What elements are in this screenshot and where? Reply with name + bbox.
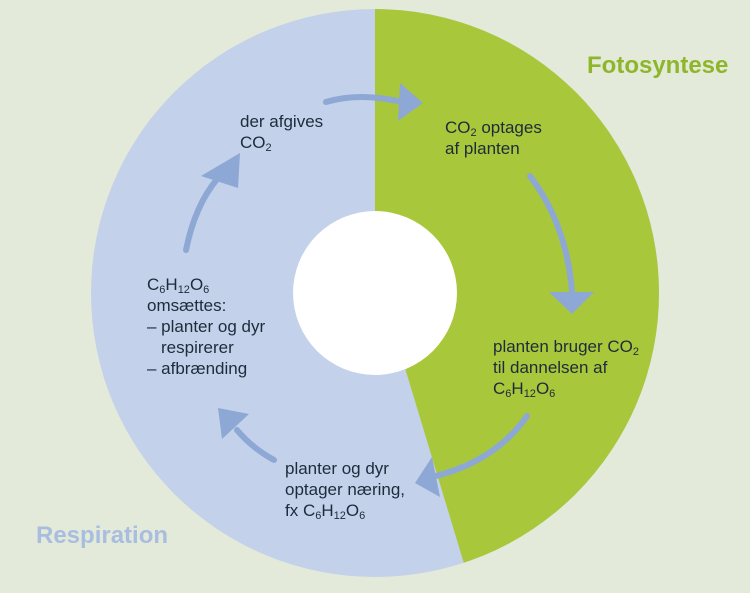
- arrow-left-head: [201, 153, 240, 188]
- arrow-top-cycle: [323, 94, 405, 105]
- arrow-right-cycle: [527, 173, 575, 295]
- arrow-bottom-right-cycle: [429, 413, 530, 480]
- nutrition-line1: planter og dyr: [285, 459, 389, 478]
- label-glucose-converted: C6H12O6 omsættes: – planter og dyr respi…: [147, 274, 265, 379]
- co2-taken-line1-post: optages: [476, 118, 542, 137]
- glucose-converted-line5: – afbrænding: [147, 359, 248, 378]
- co2-released-line1: der afgives: [240, 112, 324, 131]
- nutrition-line2: optager næring,: [285, 480, 406, 499]
- label-organisms-take-nutrition: planter og dyr optager næring, fx C6H12O…: [285, 458, 406, 522]
- respiration-title: Respiration: [36, 522, 169, 549]
- arrow-right-head: [549, 292, 594, 314]
- co2-released-sub: 2: [265, 142, 272, 154]
- cycle-arrows: [183, 83, 594, 497]
- co2-taken-line1-pre: CO: [445, 118, 471, 137]
- label-plant-uses-co2: planten bruger CO2 til dannelsen af C6H1…: [493, 336, 639, 400]
- glucose-formula: C6H12O6: [493, 379, 556, 400]
- glucose-converted-line4: respirerer: [161, 338, 234, 357]
- glucose-converted-line3: – planter og dyr: [147, 317, 266, 336]
- arrow-bottom-left-cycle: [234, 427, 277, 463]
- label-co2-taken-up: CO2 optages af planten: [445, 117, 542, 159]
- plant-uses-sub: 2: [632, 346, 639, 358]
- co2-taken-sub: 2: [470, 127, 477, 139]
- arrow-bottom-right-head: [415, 457, 440, 497]
- arrow-top-head: [398, 83, 423, 121]
- center-hole: [293, 211, 457, 375]
- co2-released-line2: CO: [240, 133, 266, 152]
- glucose-converted-formula: C6H12O6: [147, 275, 210, 296]
- glucose-converted-line2: omsættes:: [147, 296, 227, 315]
- arrow-left-cycle: [183, 175, 221, 253]
- label-co2-released: der afgives CO2: [240, 111, 324, 154]
- photosynthesis-title: Fotosyntese: [587, 52, 729, 79]
- plant-uses-line2: til dannelsen af: [493, 358, 608, 377]
- nutrition-formula: fx C6H12O6: [285, 501, 366, 522]
- co2-taken-line2: af planten: [445, 139, 520, 158]
- plant-uses-line1: planten bruger CO: [493, 337, 633, 356]
- arrow-bottom-left-head: [218, 408, 249, 439]
